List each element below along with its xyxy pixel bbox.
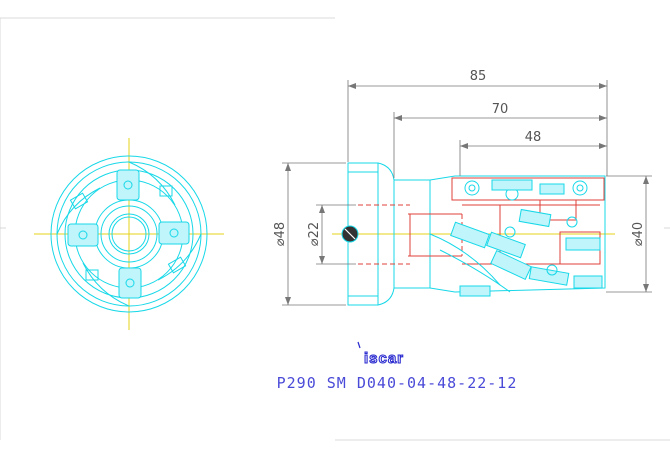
drawing-frame [0, 17, 670, 441]
part-number: P290 SM D040-04-48-22-12 [277, 374, 518, 392]
end-view-insert-left [67, 223, 99, 247]
insert-pocket-top [451, 177, 605, 201]
diameter-40-label: ⌀40 [631, 222, 646, 246]
dimension-overall-length: 85 [347, 69, 608, 176]
dimension-mid-length: 70 [393, 102, 607, 178]
diameter-22-label: ⌀22 [307, 222, 322, 246]
end-view-insert-top [116, 169, 140, 201]
tool-body [341, 162, 606, 306]
title-block: iscar P290 SM D040-04-48-22-12 [277, 341, 518, 392]
dimension-bore-diameter: ⌀22 [307, 204, 356, 265]
dimension-body-diameter: ⌀48 [273, 162, 346, 306]
dimension-85-label: 85 [470, 69, 487, 84]
brand-logo: iscar [364, 350, 404, 367]
diameter-48-label: ⌀48 [273, 222, 288, 246]
end-view-insert-right [158, 221, 190, 245]
helical-inserts [429, 208, 603, 297]
dimension-48-label: 48 [525, 130, 542, 145]
side-view: 85 70 48 ⌀48 [273, 69, 652, 306]
end-view-insert-bottom [118, 267, 142, 299]
end-view [34, 138, 224, 330]
dimension-short-length: 48 [459, 130, 607, 176]
dimension-70-label: 70 [492, 102, 509, 117]
dimension-cutting-diameter: ⌀40 [606, 175, 652, 293]
